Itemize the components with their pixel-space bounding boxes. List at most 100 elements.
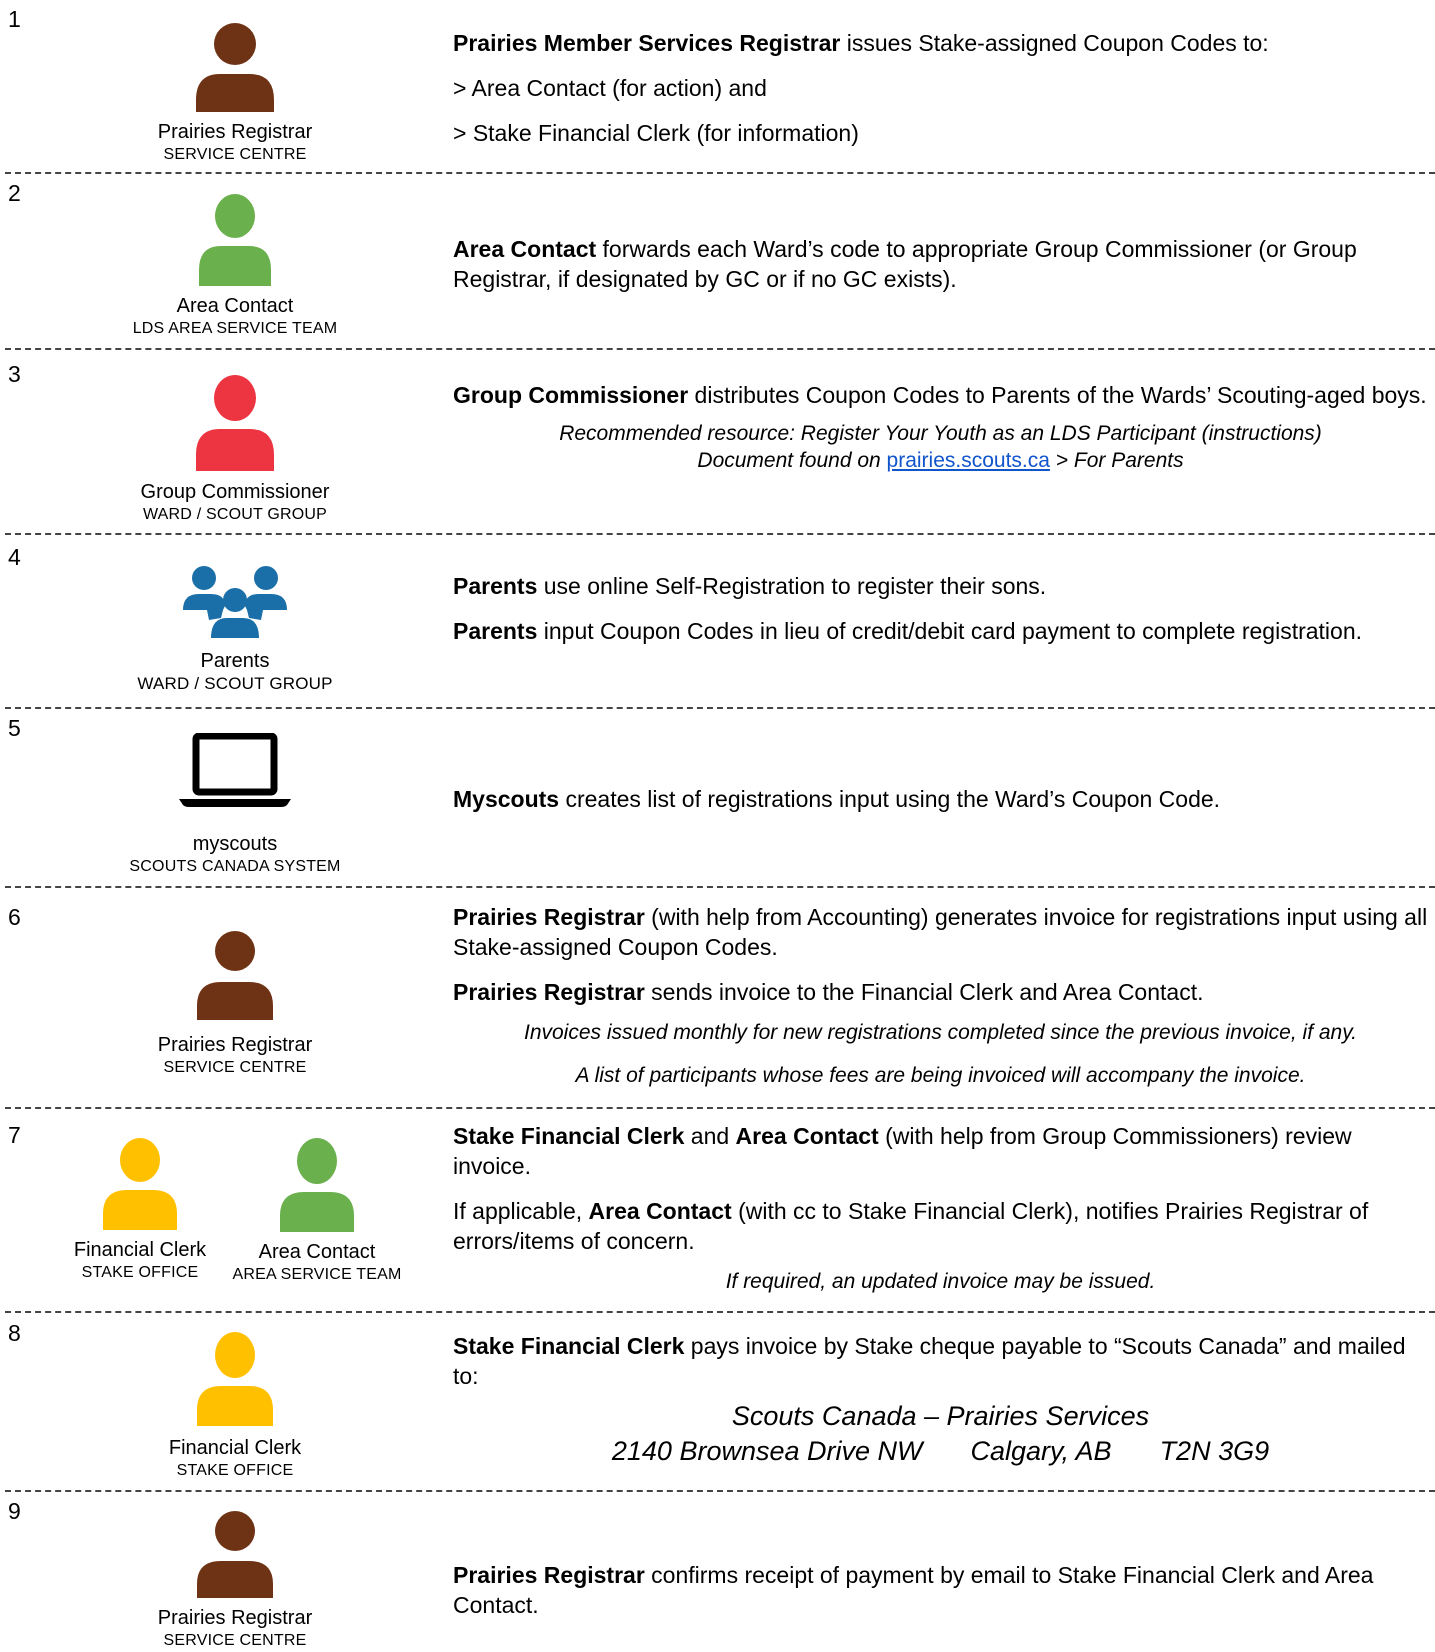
actor-org: SERVICE CENTRE: [163, 1632, 307, 1649]
step-number: 6: [8, 904, 21, 930]
divider: [5, 1490, 1435, 1492]
actor-org: WARD / SCOUT GROUP: [142, 506, 328, 523]
actor-prairies-registrar: Prairies Registrar SERVICE CENTRE: [130, 930, 340, 1079]
address-city: Calgary, AB: [970, 1436, 1112, 1466]
actor-role: Prairies Registrar: [157, 1607, 313, 1629]
step-text: If applicable,: [453, 1198, 589, 1224]
people-group-icon: [183, 566, 287, 638]
note-suffix: > For Parents: [1049, 449, 1184, 472]
step-number: 7: [8, 1122, 21, 1148]
step-number: 4: [8, 544, 21, 570]
step-text: issues Stake-assigned Coupon Codes to:: [840, 30, 1269, 56]
step-number: 5: [8, 715, 21, 741]
actor-name: Stake Financial Clerk: [453, 1333, 685, 1359]
step-description: Stake Financial Clerk pays invoice by St…: [453, 1331, 1428, 1469]
actor-role: Prairies Registrar: [157, 1034, 313, 1056]
actor-org: SCOUTS CANADA SYSTEM: [129, 858, 341, 875]
person-icon: [193, 1510, 277, 1598]
address-street: 2140 Brownsea Drive NW: [611, 1436, 923, 1466]
actor-prairies-registrar: Prairies Registrar SERVICE CENTRE: [130, 22, 340, 166]
step-number: 1: [8, 6, 21, 32]
actor-role: Prairies Registrar: [157, 121, 313, 143]
mailing-address-line: Scouts Canada – Prairies Services: [731, 1401, 1150, 1431]
step-text: > Stake Financial Clerk (for information…: [453, 120, 859, 146]
actor-area-contact: Area Contact LDS AREA SERVICE TEAM: [100, 194, 370, 340]
person-icon: [193, 930, 277, 1020]
actor-role: Area Contact: [176, 295, 294, 317]
actor-org: WARD / SCOUT GROUP: [137, 674, 333, 693]
divider: [5, 1311, 1435, 1313]
actor-financial-clerk: Financial Clerk STAKE OFFICE: [60, 1138, 220, 1284]
actor-prairies-registrar: Prairies Registrar SERVICE CENTRE: [130, 1510, 340, 1652]
actor-name: Prairies Registrar: [453, 1562, 645, 1588]
step-text: input Coupon Codes in lieu of credit/deb…: [537, 618, 1363, 644]
note-prefix: Document found on: [697, 449, 887, 472]
actor-name: Stake Financial Clerk: [453, 1123, 685, 1149]
actor-name: Area Contact: [588, 1198, 732, 1224]
actor-name: Prairies Registrar: [453, 979, 645, 1005]
step-text: and: [684, 1123, 736, 1149]
step-description: Parents use online Self-Registration to …: [453, 571, 1428, 661]
note-text: A list of participants whose fees are be…: [575, 1064, 1306, 1087]
actor-org: STAKE OFFICE: [81, 1264, 199, 1281]
actor-org: SERVICE CENTRE: [163, 1059, 307, 1076]
step-text: > Area Contact (for action) and: [453, 75, 767, 101]
actor-myscouts: myscouts SCOUTS CANADA SYSTEM: [100, 733, 370, 878]
actor-org: AREA SERVICE TEAM: [232, 1266, 402, 1283]
actor-role: myscouts: [192, 833, 278, 855]
step-description: Prairies Member Services Registrar issue…: [453, 28, 1428, 163]
step-description: Myscouts creates list of registrations i…: [453, 784, 1428, 829]
actor-name: Parents: [453, 573, 538, 599]
step-description: Area Contact forwards each Ward’s code t…: [453, 234, 1428, 309]
step-text: forwards each Ward’s code to appropriate…: [453, 236, 1357, 292]
step-text: (with cc to Stake Financial Clerk), noti…: [453, 1198, 1369, 1254]
divider: [5, 172, 1435, 174]
step-text: creates list of registrations input usin…: [559, 786, 1221, 812]
divider: [5, 707, 1435, 709]
step-text: (with help from Accounting) generates in…: [453, 904, 1428, 960]
actor-area-contact: Area Contact AREA SERVICE TEAM: [222, 1138, 412, 1286]
person-icon: [195, 194, 275, 286]
person-icon: [192, 375, 278, 471]
laptop-icon: [179, 733, 291, 807]
step-description: Stake Financial Clerk and Area Contact (…: [453, 1121, 1428, 1295]
actor-name: Area Contact: [735, 1123, 879, 1149]
actor-role: Group Commissioner: [140, 481, 330, 503]
address-postal-code: T2N 3G9: [1159, 1436, 1270, 1466]
divider: [5, 1107, 1435, 1109]
actor-financial-clerk: Financial Clerk STAKE OFFICE: [130, 1332, 340, 1482]
actor-name: Prairies Registrar: [453, 904, 645, 930]
actor-name: Parents: [453, 618, 538, 644]
step-text: distributes Coupon Codes to Parents of t…: [688, 382, 1427, 408]
divider: [5, 533, 1435, 535]
person-icon: [195, 1332, 275, 1426]
actor-parents: Parents WARD / SCOUT GROUP: [100, 566, 370, 695]
actor-org: STAKE OFFICE: [176, 1462, 294, 1479]
note-text: Document found on prairies.scouts.ca > F…: [453, 447, 1428, 474]
divider: [5, 348, 1435, 350]
actor-role: Financial Clerk: [168, 1437, 302, 1459]
actor-org: SERVICE CENTRE: [163, 146, 307, 163]
person-icon: [101, 1138, 179, 1230]
step-description: Prairies Registrar confirms receipt of p…: [453, 1560, 1428, 1635]
actor-name: Prairies Member Services Registrar: [453, 30, 841, 56]
actor-name: Area Contact: [453, 236, 597, 262]
note-text: If required, an updated invoice may be i…: [725, 1270, 1156, 1293]
divider: [5, 886, 1435, 888]
actor-group-commissioner: Group Commissioner WARD / SCOUT GROUP: [100, 375, 370, 526]
actor-name: Myscouts: [453, 786, 560, 812]
note-text: Invoices issued monthly for new registra…: [523, 1021, 1358, 1044]
person-icon: [190, 22, 280, 112]
actor-role: Area Contact: [258, 1241, 376, 1263]
actor-role: Parents: [200, 650, 270, 672]
step-text: sends invoice to the Financial Clerk and…: [644, 979, 1204, 1005]
actor-org: LDS AREA SERVICE TEAM: [132, 320, 338, 337]
person-icon: [278, 1138, 356, 1232]
step-number: 9: [8, 1498, 21, 1524]
step-number: 3: [8, 361, 21, 387]
step-description: Group Commissioner distributes Coupon Co…: [453, 380, 1428, 474]
prairies-scouts-link[interactable]: prairies.scouts.ca: [886, 449, 1050, 472]
mailing-address-line: 2140 Brownsea Drive NW Calgary, AB T2N 3G9: [453, 1434, 1428, 1469]
step-text: use online Self-Registration to register…: [537, 573, 1047, 599]
